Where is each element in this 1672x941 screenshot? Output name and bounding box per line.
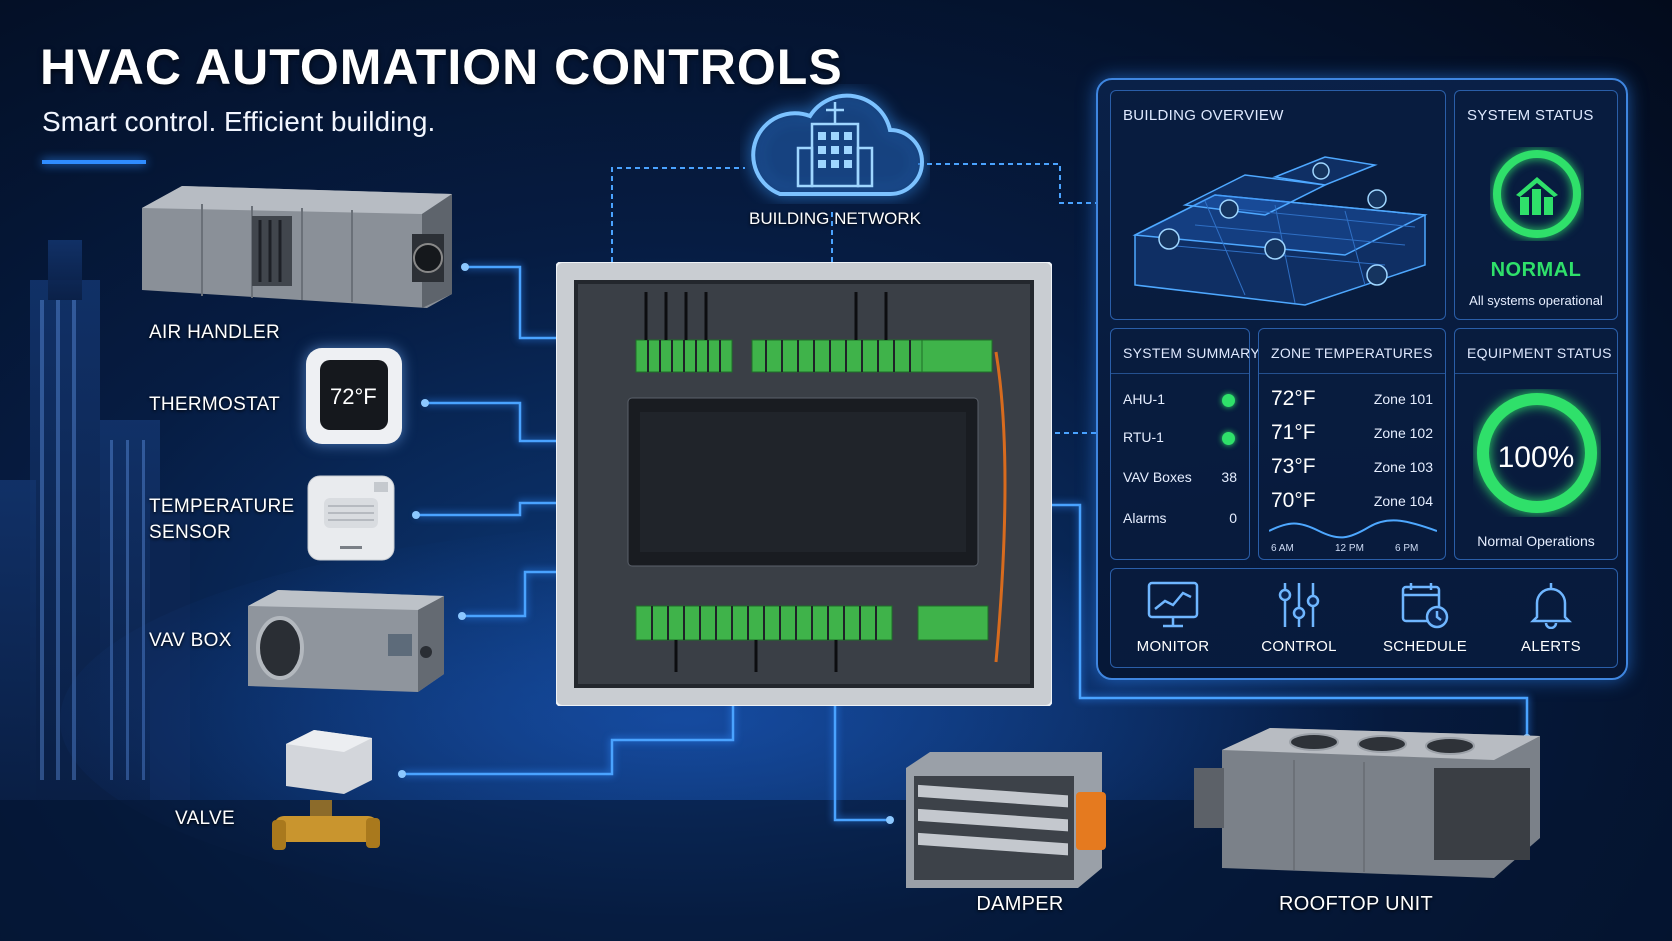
axis-tick-label: 12 PM (1335, 543, 1364, 554)
building-3d-model-icon (1132, 156, 1428, 306)
page-title: HVAC AUTOMATION CONTROLS (40, 39, 843, 95)
zone-temperatures-title: ZONE TEMPERATURES (1271, 345, 1433, 361)
equipment-ring-gauge (1477, 393, 1597, 513)
thermostat-image: 72°F (306, 348, 402, 444)
summary-row-label: AHU-1 (1123, 391, 1166, 407)
axis-tick-label: 6 AM (1271, 543, 1294, 554)
nav-label: SCHEDULE (1382, 638, 1468, 655)
wire-rooftop-unit (1010, 503, 1529, 738)
zone-name: Zone 104 (1373, 493, 1433, 509)
title-underline (42, 160, 146, 164)
zone-row: 73°F Zone 103 (1271, 455, 1433, 481)
air-handler-image (142, 186, 452, 308)
wire-valve (402, 690, 735, 776)
nav-label: CONTROL (1261, 638, 1337, 655)
page-subtitle: Smart control. Efficient building. (42, 106, 436, 137)
building-network-label: BUILDING NETWORK (749, 209, 921, 228)
rooftop-unit-image (1194, 728, 1540, 878)
equipment-status-card: EQUIPMENT STATUS 100% Normal Operations (1454, 328, 1618, 560)
calendar-clock-icon (1401, 583, 1449, 629)
status-online-indicator (1222, 394, 1235, 407)
cloud-building-icon (751, 93, 924, 196)
trend-axis: 6 AM 12 PM 6 PM (1269, 543, 1435, 557)
nav-control[interactable]: CONTROL (1239, 569, 1359, 667)
valve-label: VALVE (175, 808, 235, 829)
system-status-value: NORMAL (1490, 259, 1582, 281)
card-divider (1455, 373, 1617, 374)
rooftop-unit-label: ROOFTOP UNIT (1279, 893, 1433, 915)
building-overview-title: BUILDING OVERVIEW (1123, 107, 1284, 124)
temperature-sensor-image (307, 475, 395, 561)
temperature-trend-sparkline (1269, 519, 1437, 539)
zone-temperature: 72°F (1271, 387, 1316, 410)
summary-row-label: VAV Boxes (1123, 469, 1192, 485)
card-divider (1111, 373, 1249, 374)
wire-damper (833, 690, 890, 822)
nav-label: ALERTS (1521, 638, 1581, 655)
card-divider (1259, 373, 1445, 374)
zone-row: 72°F Zone 101 (1271, 387, 1433, 413)
valve-image (272, 730, 380, 850)
equipment-status-percent: 100% (1497, 441, 1575, 474)
nav-schedule[interactable]: SCHEDULE (1365, 569, 1485, 667)
system-status-title: SYSTEM STATUS (1467, 107, 1594, 124)
summary-row-rtu: RTU-1 (1123, 429, 1237, 449)
thermostat-label: THERMOSTAT (149, 394, 281, 415)
bell-icon (1529, 583, 1573, 629)
zone-name: Zone 103 (1373, 459, 1433, 475)
system-summary-card: SYSTEM SUMMARY AHU-1 RTU-1 VAV Boxes 38 … (1110, 328, 1260, 560)
zone-row: 70°F Zone 104 (1271, 489, 1433, 515)
dashboard-nav-bar: MONITOR CONTROL (1110, 568, 1618, 668)
zone-row: 71°F Zone 102 (1271, 421, 1433, 447)
summary-row-alarms: Alarms 0 (1123, 510, 1237, 530)
equipment-status-title: EQUIPMENT STATUS (1467, 345, 1612, 361)
wire-temperature-sensor (416, 501, 590, 517)
wire-thermostat (425, 401, 590, 443)
system-summary-title: SYSTEM SUMMARY (1123, 345, 1260, 361)
dashboard-panel: BUILDING OVERVIEW SYST (1096, 78, 1628, 680)
wire-air-handler (465, 265, 560, 340)
zone-temperature: 71°F (1271, 421, 1316, 444)
building-overview-card: BUILDING OVERVIEW (1110, 90, 1446, 320)
status-gauge-icon (1493, 150, 1581, 238)
status-online-indicator (1222, 432, 1235, 445)
zone-temperature: 73°F (1271, 455, 1316, 478)
summary-row-vav: VAV Boxes 38 (1123, 469, 1237, 489)
sliders-icon (1278, 583, 1320, 627)
equipment-status-detail: Normal Operations (1477, 533, 1595, 549)
summary-row-value: 0 (1229, 510, 1237, 526)
zone-name: Zone 102 (1373, 425, 1433, 441)
thermostat-reading: 72°F (330, 384, 377, 409)
nav-alerts[interactable]: ALERTS (1491, 569, 1611, 667)
nav-label: MONITOR (1136, 638, 1210, 655)
summary-row-label: RTU-1 (1123, 429, 1164, 445)
damper-label: DAMPER (976, 893, 1064, 915)
zone-name: Zone 101 (1373, 391, 1433, 407)
vav-box-image (248, 590, 444, 692)
nav-monitor[interactable]: MONITOR (1113, 569, 1233, 667)
network-link-right (918, 163, 1096, 204)
thermostat-screen: 72°F (320, 360, 388, 430)
network-link-left (611, 167, 745, 262)
temperature-sensor-label-line1: TEMPERATURE (149, 496, 295, 517)
control-cabinet-image (556, 262, 1052, 706)
summary-row-label: Alarms (1123, 510, 1167, 526)
axis-tick-label: 6 PM (1395, 543, 1419, 554)
zone-temperatures-card: ZONE TEMPERATURES 72°F Zone 101 71°F Zon… (1258, 328, 1446, 560)
summary-row-value: 38 (1221, 469, 1237, 485)
system-status-detail: All systems operational (1469, 293, 1603, 308)
monitor-chart-icon (1147, 581, 1199, 628)
system-status-card: SYSTEM STATUS NORMAL All systems operati… (1454, 90, 1618, 320)
damper-image (906, 752, 1106, 888)
air-handler-label: AIR HANDLER (149, 322, 281, 343)
summary-row-ahu: AHU-1 (1123, 391, 1237, 411)
zone-temperature: 70°F (1271, 489, 1316, 512)
vav-box-label: VAV BOX (149, 630, 232, 651)
temperature-sensor-label-line2: SENSOR (149, 522, 232, 543)
